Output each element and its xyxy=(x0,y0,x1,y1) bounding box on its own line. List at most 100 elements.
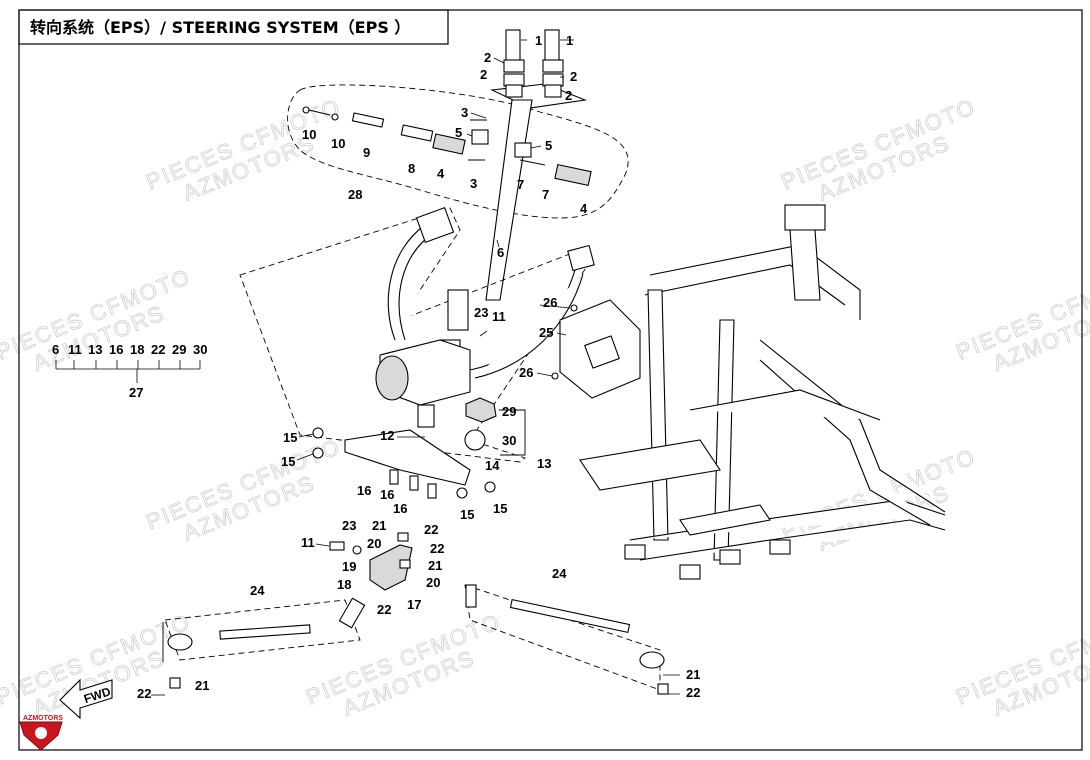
callout-11: 11 xyxy=(301,535,315,550)
washer xyxy=(331,113,339,121)
grip-4 xyxy=(432,133,466,155)
spacer-8 xyxy=(400,124,434,142)
callout-23: 23 xyxy=(342,518,356,533)
nut-21 xyxy=(657,683,669,695)
callout-2: 2 xyxy=(570,69,577,84)
group-24-right xyxy=(464,584,661,691)
callout-22: 22 xyxy=(686,685,700,700)
callout-10: 10 xyxy=(331,136,345,151)
callout-16: 16 xyxy=(357,483,371,498)
group-item: 18 xyxy=(130,342,144,357)
bolt-15 xyxy=(312,427,324,439)
pitman-arm xyxy=(329,532,413,591)
callout-16: 16 xyxy=(380,487,394,502)
callout-16: 16 xyxy=(393,501,407,516)
callout-9: 9 xyxy=(363,145,370,160)
callout-labels: 1 1 2 2 2 2 3 3 4 4 5 5 6 7 7 8 9 10 10 … xyxy=(137,33,700,701)
callout-2: 2 xyxy=(565,88,572,103)
pin-9 xyxy=(351,112,385,128)
logo-text: AZMOTORS xyxy=(23,715,63,722)
callout-3: 3 xyxy=(461,105,468,120)
steering-shaft xyxy=(485,99,533,301)
callout-4: 4 xyxy=(437,166,445,181)
bushing-5 xyxy=(471,129,489,145)
eps-motor xyxy=(375,355,409,401)
ball-joint xyxy=(167,633,193,651)
logo-emblem xyxy=(35,727,47,739)
bolt-16 xyxy=(389,469,399,485)
callout-29: 29 xyxy=(502,404,516,419)
vehicle-frame xyxy=(579,204,946,580)
clamp-upper xyxy=(503,59,525,73)
frame-mount xyxy=(624,544,646,560)
callout-22: 22 xyxy=(430,541,444,556)
callout-28: 28 xyxy=(348,187,362,202)
screw-26 xyxy=(551,372,559,380)
tie-rod-right xyxy=(464,584,669,695)
callout-2: 2 xyxy=(480,67,487,82)
group-item: 16 xyxy=(109,342,123,357)
callout-21: 21 xyxy=(428,558,442,573)
callout-13: 13 xyxy=(537,456,551,471)
callout-17: 17 xyxy=(407,597,421,612)
frame-brace xyxy=(689,389,881,421)
callout-19: 19 xyxy=(342,559,356,574)
tie-rod-left xyxy=(162,597,366,689)
callout-1: 1 xyxy=(566,33,573,48)
azmotors-logo: AZMOTORS xyxy=(19,715,63,751)
callout-5: 5 xyxy=(545,138,552,153)
callout-22: 22 xyxy=(377,602,391,617)
bolt-15 xyxy=(484,481,496,493)
callout-21: 21 xyxy=(195,678,209,693)
bolt-16 xyxy=(409,475,419,491)
diagram-title: 转向系统（EPS）/ STEERING SYSTEM（EPS ） xyxy=(30,18,410,37)
pitman-arm-17 xyxy=(369,544,413,591)
washer xyxy=(302,106,310,114)
group-item: 29 xyxy=(172,342,186,357)
frame-post xyxy=(789,229,821,301)
leader-lines xyxy=(151,39,680,696)
frame-front-post xyxy=(647,289,669,541)
clamp-upper xyxy=(542,59,564,73)
tie-rod xyxy=(509,598,631,634)
frame-mount xyxy=(719,549,741,565)
callout-20: 20 xyxy=(426,575,440,590)
callout-7: 7 xyxy=(542,187,549,202)
pin-7 xyxy=(519,159,546,166)
clamp-lower xyxy=(542,73,564,87)
clamp-lower xyxy=(503,73,525,87)
coupling-parts xyxy=(464,397,526,456)
callout-15: 15 xyxy=(460,507,474,522)
universal-joint xyxy=(447,289,469,331)
ball-joint xyxy=(639,651,665,669)
callout-24: 24 xyxy=(552,566,567,581)
frame-crossmember xyxy=(579,439,721,491)
callout-26: 26 xyxy=(543,295,557,310)
eps-controller xyxy=(551,299,641,399)
callout-30: 30 xyxy=(502,433,516,448)
frame-plate xyxy=(679,504,771,536)
inner-joint xyxy=(338,597,366,629)
callout-26: 26 xyxy=(519,365,533,380)
callout-7: 7 xyxy=(517,177,524,192)
forward-direction-arrow: FWD xyxy=(59,678,113,720)
callout-20: 20 xyxy=(367,536,381,551)
callout-15: 15 xyxy=(493,501,507,516)
callout-1: 1 xyxy=(535,33,542,48)
group-total: 27 xyxy=(129,385,143,400)
nut-23 xyxy=(352,545,362,555)
callout-21: 21 xyxy=(372,518,386,533)
bolt-11 xyxy=(329,541,345,551)
callout-2: 2 xyxy=(484,50,491,65)
frame-mount xyxy=(679,564,701,580)
title-box xyxy=(18,9,449,45)
bracket-14 xyxy=(344,429,471,486)
callout-6: 6 xyxy=(497,245,504,260)
group-27-legend: 6 11 13 16 18 22 29 30 27 xyxy=(52,342,207,400)
tie-rod xyxy=(219,624,311,640)
group-24-left xyxy=(164,599,361,661)
callout-25: 25 xyxy=(539,325,553,340)
connector xyxy=(415,206,455,244)
group-item: 13 xyxy=(88,342,102,357)
